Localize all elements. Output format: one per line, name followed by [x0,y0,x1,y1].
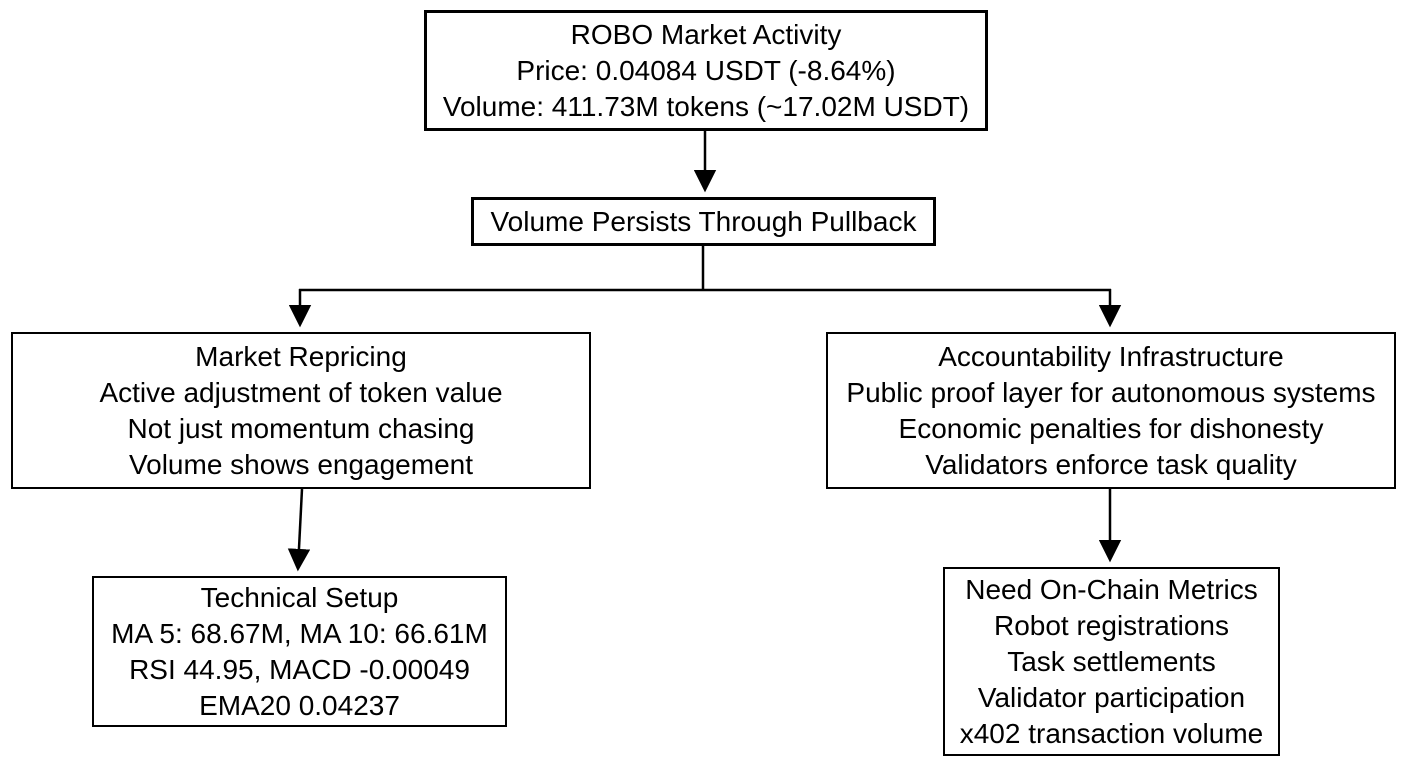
node-robo-market-activity: ROBO Market Activity Price: 0.04084 USDT… [424,10,988,131]
node-accountability-infrastructure: Accountability Infrastructure Public pro… [826,332,1396,489]
node-onchain-metrics: Need On-Chain Metrics Robot registration… [943,567,1280,756]
node-title: ROBO Market Activity [570,18,842,50]
node-line: Not just momentum chasing [127,412,475,444]
node-line: Task settlements [1007,645,1216,677]
node-technical-setup: Technical Setup MA 5: 68.67M, MA 10: 66.… [92,576,507,727]
node-line-volume: Volume: 411.73M tokens (~17.02M USDT) [442,90,970,122]
node-line: Robot registrations [993,609,1229,641]
node-market-repricing: Market Repricing Active adjustment of to… [11,332,591,489]
node-line: Validator participation [977,681,1246,713]
node-line: Validators enforce task quality [925,448,1297,480]
node-title: Market Repricing [195,340,407,372]
node-title: Volume Persists Through Pullback [490,205,917,237]
node-line: Active adjustment of token value [99,376,503,408]
node-title: Need On-Chain Metrics [965,573,1258,605]
node-line-rsi-macd: RSI 44.95, MACD -0.00049 [129,653,470,685]
node-volume-persists: Volume Persists Through Pullback [471,197,936,246]
node-title: Technical Setup [200,581,399,613]
node-title: Accountability Infrastructure [938,340,1284,372]
node-line: x402 transaction volume [959,717,1264,749]
node-line-ma: MA 5: 68.67M, MA 10: 66.61M [111,617,488,649]
node-line-price: Price: 0.04084 USDT (-8.64%) [516,54,896,86]
node-line: Economic penalties for dishonesty [898,412,1324,444]
node-line-ema: EMA20 0.04237 [199,689,400,721]
connector-repricing-to-technical [287,488,311,572]
node-line: Public proof layer for autonomous system… [846,376,1376,408]
node-line: Volume shows engagement [129,448,473,480]
